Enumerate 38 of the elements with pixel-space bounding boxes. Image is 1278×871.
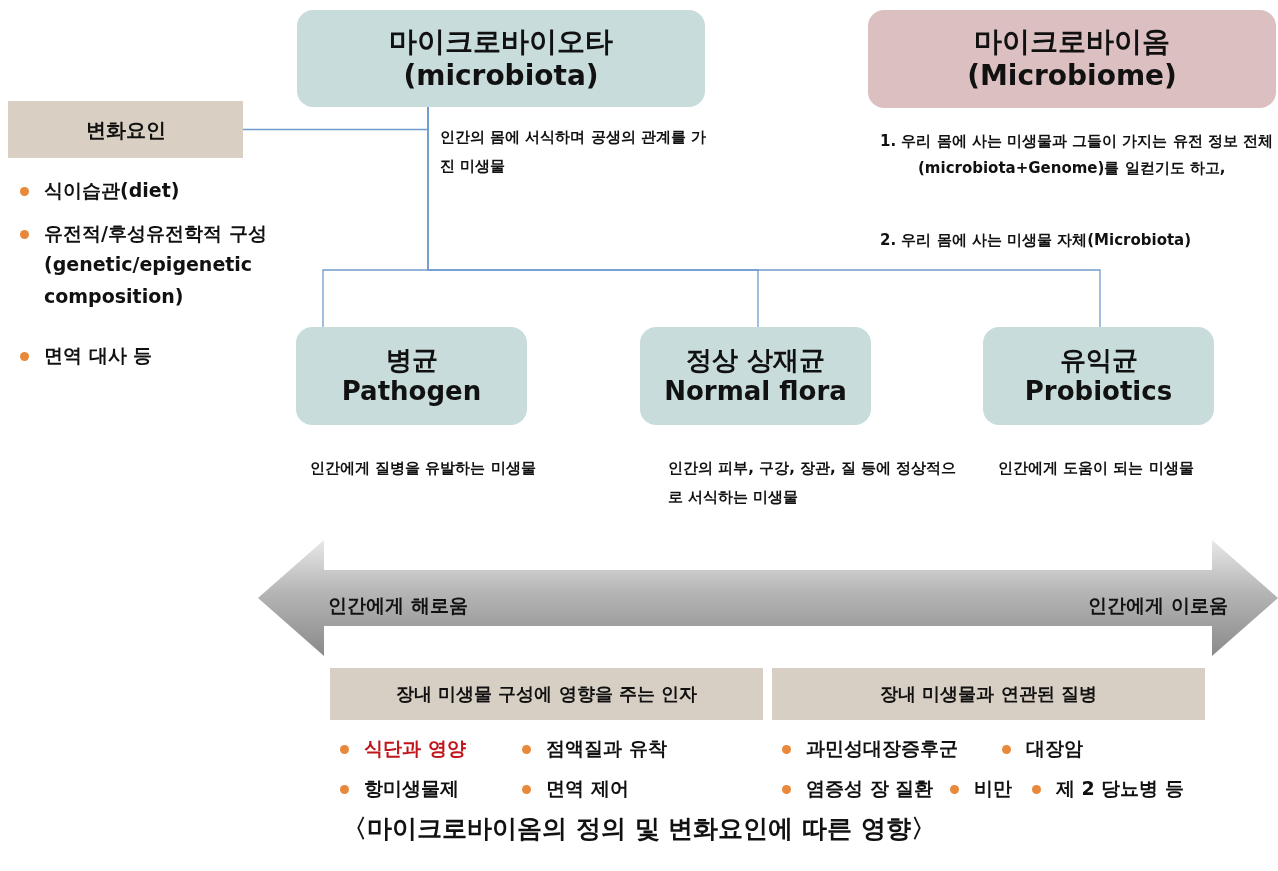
concept-box (297, 10, 705, 107)
description-text: 인간의 피부, 구강, 장관, 질 등에 정상적으로 서식하는 미생물 (668, 458, 958, 508)
description-text: 인간의 몸에 서식하며 공생의 관계를 가진 미생물 (440, 127, 708, 177)
bullet-item: 점액질과 유착 (520, 733, 667, 765)
category-box (983, 327, 1214, 425)
numbered-item: 1. 우리 몸에 사는 미생물과 그들이 가지는 유전 정보 전체 (microbiota+Genome)를 일컫기도 하고, (880, 131, 1275, 179)
arrow-label: 인간에게 해로움 (328, 593, 469, 618)
bullet-item: 식이습관(diet) (18, 175, 288, 207)
header-box (772, 668, 1205, 720)
box-title: 마이크로바이오타 (microbiota) (388, 24, 614, 93)
description-text: 인간에게 질병을 유발하는 미생물 (310, 458, 537, 479)
bullet-item: 비만 (948, 773, 1012, 805)
bullet-item: 유전적/후성유전학적 구성 (genetic/epigenetic composition) (18, 218, 298, 313)
bullet-item: 제 2 당뇨병 등 (1030, 773, 1185, 805)
header-box (8, 101, 243, 158)
bullet-item: 항미생물제 (338, 773, 459, 805)
caption: 〈마이크로바이옴의 정의 및 변화요인에 따른 영향〉 (341, 813, 937, 845)
box-title: 장내 미생물 구성에 영향을 주는 인자 (395, 683, 698, 705)
bullet-item: 면역 대사 등 (18, 340, 288, 372)
concept-box (868, 10, 1276, 108)
box-title: 병균 Pathogen (340, 344, 483, 408)
header-box (330, 668, 763, 720)
bullet-item: 식단과 영양 (338, 733, 466, 765)
box-title: 유익균 Probiotics (1023, 344, 1174, 408)
description-text: 인간에게 도움이 되는 미생물 (998, 458, 1195, 479)
box-title: 정상 상재균 Normal flora (663, 344, 848, 408)
numbered-item: 2. 우리 몸에 사는 미생물 자체(Microbiota) (880, 230, 1193, 251)
bullet-item: 염증성 장 질환 (780, 773, 934, 805)
bullet-item: 면역 제어 (520, 773, 629, 805)
bullet-item: 대장암 (1000, 733, 1083, 765)
box-title: 마이크로바이옴 (Microbiome) (966, 25, 1178, 93)
arrow-label: 인간에게 이로움 (1087, 593, 1228, 618)
box-title: 변화요인 (85, 117, 166, 142)
category-box (640, 327, 871, 425)
double-headed-arrow (258, 540, 1278, 656)
category-box (296, 327, 527, 425)
box-title: 장내 미생물과 연관된 질병 (880, 683, 1097, 705)
bullet-item: 과민성대장증후군 (780, 733, 958, 765)
